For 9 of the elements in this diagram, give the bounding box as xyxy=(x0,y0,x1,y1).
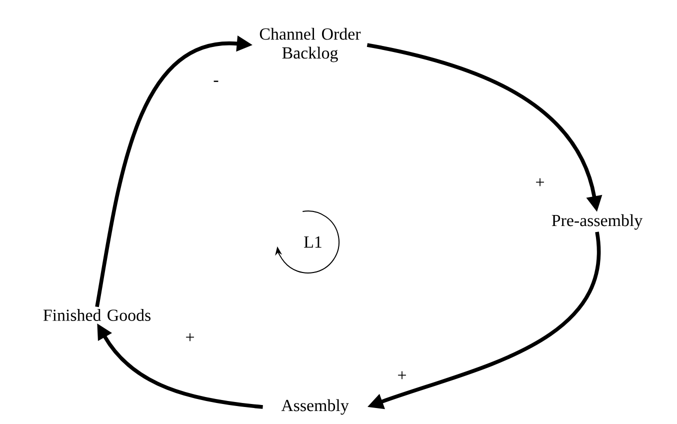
polarity-sign: + xyxy=(186,333,194,342)
variable-label: Pre-assembly xyxy=(552,214,643,230)
polarity-sign: + xyxy=(398,371,406,380)
variable-label: Assembly xyxy=(281,399,349,415)
polarity-sign: - xyxy=(214,80,218,82)
polarity-sign: + xyxy=(536,178,544,186)
variable-label: Finished Goods xyxy=(43,309,150,321)
loop-label: L1 xyxy=(304,236,322,248)
variable-label: Channel Order Backlog xyxy=(260,28,361,62)
